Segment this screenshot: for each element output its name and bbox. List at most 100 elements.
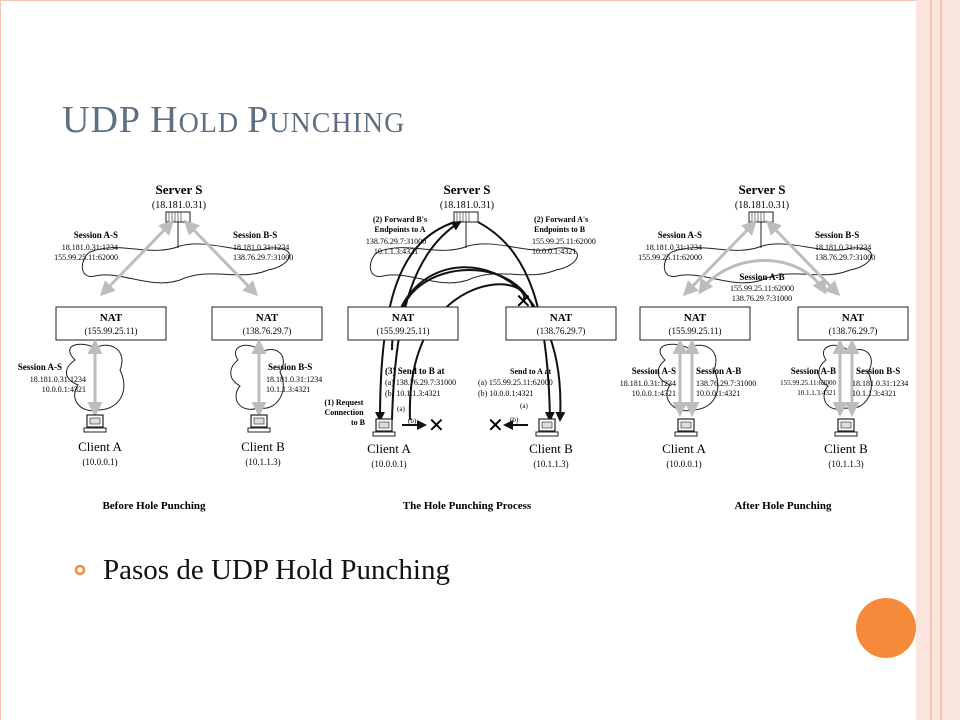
svg-text:NAT: NAT — [842, 312, 865, 324]
svg-text:(a): (a) — [520, 402, 528, 410]
svg-text:Client A: Client A — [78, 439, 122, 454]
nat-a-box — [639, 306, 751, 341]
svg-text:18.181.0.31:1234: 18.181.0.31:1234 — [233, 243, 289, 252]
svg-text:155.99.25.11:62000: 155.99.25.11:62000 — [638, 253, 702, 262]
bullet-text: Pasos de UDP Hold Punching — [103, 554, 450, 586]
svg-text:138.76.29.7:31000: 138.76.29.7:31000 — [696, 379, 756, 388]
panel-before: Server S (18.181.0.31) Session A-S 18.18… — [18, 182, 323, 512]
private-network-a — [657, 343, 719, 412]
svg-text:NAT: NAT — [256, 312, 279, 324]
panel-after: Server S (18.181.0.31) Session A-S 18.18… — [620, 182, 909, 512]
svg-text:10.1.1.3:4321: 10.1.1.3:4321 — [374, 247, 418, 256]
svg-text:10.1.1.3:4321: 10.1.1.3:4321 — [266, 385, 310, 394]
svg-text:(138.76.29.7): (138.76.29.7) — [537, 326, 586, 336]
private-network-b — [818, 344, 872, 410]
svg-text:18.181.0.31:1234: 18.181.0.31:1234 — [646, 243, 702, 252]
svg-text:Client A: Client A — [662, 441, 706, 456]
right-border-band — [916, 0, 930, 720]
svg-text:(b): (b) — [510, 416, 519, 424]
svg-text:155.99.25.11:62000: 155.99.25.11:62000 — [54, 253, 118, 262]
nat-b-box — [505, 306, 617, 341]
svg-text:18.181.0.31:1234: 18.181.0.31:1234 — [620, 379, 676, 388]
svg-text:Client B: Client B — [529, 441, 573, 456]
svg-text:(a) 155.99.25.11:62000: (a) 155.99.25.11:62000 — [478, 378, 553, 387]
panel-title: Before Hole Punching — [102, 500, 206, 512]
svg-text:Session A-B: Session A-B — [791, 366, 836, 376]
svg-text:155.99.25.11:62000: 155.99.25.11:62000 — [780, 379, 836, 387]
svg-text:(2) Forward A's: (2) Forward A's — [534, 215, 588, 224]
client-a-icon — [83, 414, 107, 433]
svg-text:10.0.0.1:4321: 10.0.0.1:4321 — [532, 247, 576, 256]
nat-b-box — [211, 306, 323, 341]
blocked-x: ✕ — [487, 415, 504, 437]
svg-text:Endpoints to B: Endpoints to B — [534, 225, 586, 234]
svg-text:(10.0.0.1): (10.0.0.1) — [82, 457, 117, 467]
svg-text:Send to A at: Send to A at — [510, 367, 551, 376]
svg-text:10.0.0.1:4321: 10.0.0.1:4321 — [42, 385, 86, 394]
svg-text:(b) 10.0.0.1:4321: (b) 10.0.0.1:4321 — [478, 389, 534, 398]
svg-text:(10.0.0.1): (10.0.0.1) — [666, 459, 701, 469]
svg-text:(10.1.1.3): (10.1.1.3) — [533, 459, 568, 469]
svg-text:155.99.25.11:62000: 155.99.25.11:62000 — [730, 284, 794, 293]
svg-text:138.76.29.7:31000: 138.76.29.7:31000 — [366, 237, 426, 246]
svg-text:10.1.1.3:4321: 10.1.1.3:4321 — [852, 389, 896, 398]
svg-text:Client B: Client B — [824, 441, 868, 456]
svg-text:Session A-B: Session A-B — [696, 366, 741, 376]
client-b-icon — [535, 418, 559, 437]
svg-text:(18.181.0.31): (18.181.0.31) — [735, 200, 789, 211]
svg-text:18.181.0.31:1234: 18.181.0.31:1234 — [62, 243, 118, 252]
orange-circle-decoration — [856, 598, 916, 658]
svg-text:NAT: NAT — [684, 312, 707, 324]
svg-text:18.181.0.31:1234: 18.181.0.31:1234 — [815, 243, 871, 252]
svg-text:10.0.0.1:4321: 10.0.0.1:4321 — [696, 389, 740, 398]
client-b-icon — [834, 418, 858, 437]
svg-text:Server S: Server S — [443, 182, 490, 197]
blocked-x: ✕ — [428, 415, 445, 437]
bullet-ring-icon — [74, 564, 86, 576]
slide-title: UDP HOLD PUNCHING — [62, 99, 406, 141]
svg-text:NAT: NAT — [550, 312, 573, 324]
svg-text:to B: to B — [351, 418, 366, 427]
panel-process: Server S (18.181.0.31) ✕ (2) Forward B's… — [324, 182, 617, 512]
panel-title: The Hole Punching Process — [403, 500, 532, 512]
svg-text:(2) Forward B's: (2) Forward B's — [373, 215, 427, 224]
nat-a-box — [55, 306, 167, 341]
nat-b-box — [797, 306, 909, 341]
slide-frame — [0, 0, 916, 720]
svg-text:Session B-S: Session B-S — [815, 230, 859, 240]
svg-text:10.0.0.1:4321: 10.0.0.1:4321 — [632, 389, 676, 398]
server-label: Server S — [155, 182, 202, 197]
internet-cloud — [369, 243, 578, 284]
hole-punching-diagram: Server S (18.181.0.31) Session A-S 18.18… — [18, 182, 909, 512]
svg-text:138.76.29.7:31000: 138.76.29.7:31000 — [233, 253, 293, 262]
svg-text:138.76.29.7:31000: 138.76.29.7:31000 — [815, 253, 875, 262]
svg-text:(155.99.25.11): (155.99.25.11) — [669, 326, 722, 336]
server-icon — [748, 211, 774, 223]
svg-text:(3) Send to B at: (3) Send to B at — [385, 366, 445, 376]
svg-text:(a): (a) — [397, 405, 405, 413]
svg-text:Client A: Client A — [367, 441, 411, 456]
right-border-line — [940, 0, 942, 720]
svg-text:(18.181.0.31): (18.181.0.31) — [440, 200, 494, 211]
svg-text:(a) 138.76.29.7:31000: (a) 138.76.29.7:31000 — [385, 378, 456, 387]
server-icon — [453, 211, 479, 223]
svg-text:(138.76.29.7): (138.76.29.7) — [243, 326, 292, 336]
right-border-band — [942, 0, 960, 720]
client-a-icon — [674, 418, 698, 437]
svg-text:(138.76.29.7): (138.76.29.7) — [829, 326, 878, 336]
svg-text:18.181.0.31:1234: 18.181.0.31:1234 — [266, 375, 322, 384]
right-border-line — [930, 0, 932, 720]
svg-text:NAT: NAT — [392, 312, 415, 324]
svg-text:Connection: Connection — [324, 408, 364, 417]
svg-text:Session A-S: Session A-S — [632, 366, 676, 376]
server-address: (18.181.0.31) — [152, 200, 206, 211]
svg-text:NAT: NAT — [100, 312, 123, 324]
svg-text:Session B-S: Session B-S — [856, 366, 900, 376]
svg-text:Client B: Client B — [241, 439, 285, 454]
svg-text:10.1.1.3:4321: 10.1.1.3:4321 — [797, 389, 836, 397]
svg-text:(1) Request: (1) Request — [325, 398, 364, 407]
svg-text:Session A-S: Session A-S — [658, 230, 702, 240]
svg-text:Session A-S: Session A-S — [74, 230, 118, 240]
right-border-band — [932, 0, 940, 720]
internet-cloud — [663, 243, 872, 284]
